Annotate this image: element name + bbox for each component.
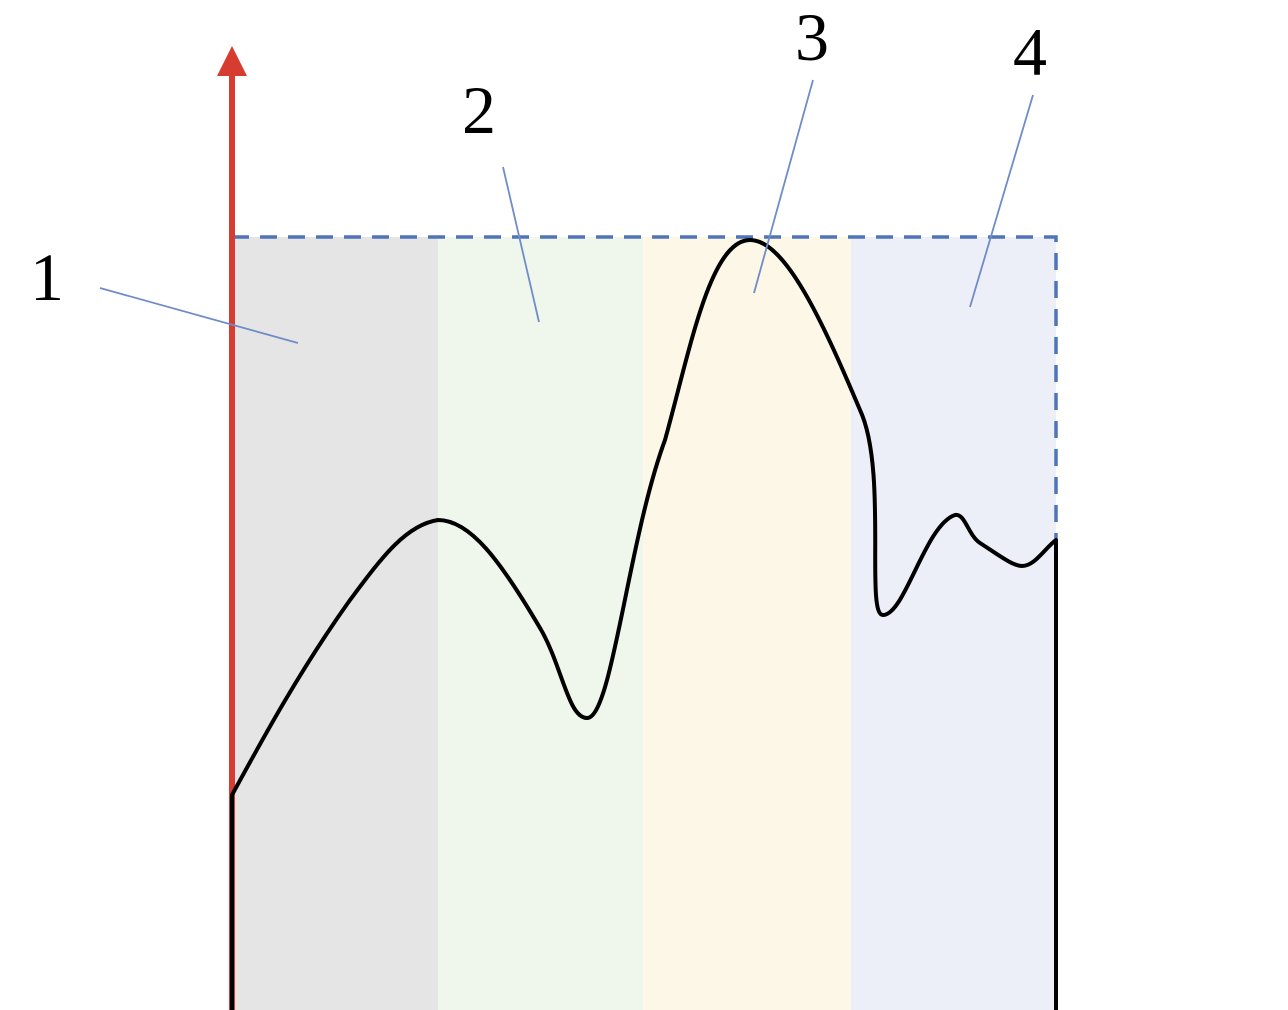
callout-label-4: 4 bbox=[1013, 14, 1047, 90]
zone-4 bbox=[851, 237, 1056, 1010]
arrow-head-icon bbox=[217, 46, 247, 76]
callout-label-1: 1 bbox=[30, 239, 64, 315]
callout-label-3: 3 bbox=[795, 0, 829, 75]
profile-curve bbox=[230, 238, 1058, 1010]
leader-line-1 bbox=[99, 287, 299, 344]
dashed-boundary bbox=[232, 235, 1058, 540]
leader-line-2 bbox=[502, 166, 540, 323]
zone-3 bbox=[643, 237, 851, 1010]
leader-line-3 bbox=[753, 79, 814, 294]
leader-line-4 bbox=[969, 94, 1034, 308]
zone-2 bbox=[438, 237, 643, 1010]
callout-label-2: 2 bbox=[462, 72, 496, 148]
